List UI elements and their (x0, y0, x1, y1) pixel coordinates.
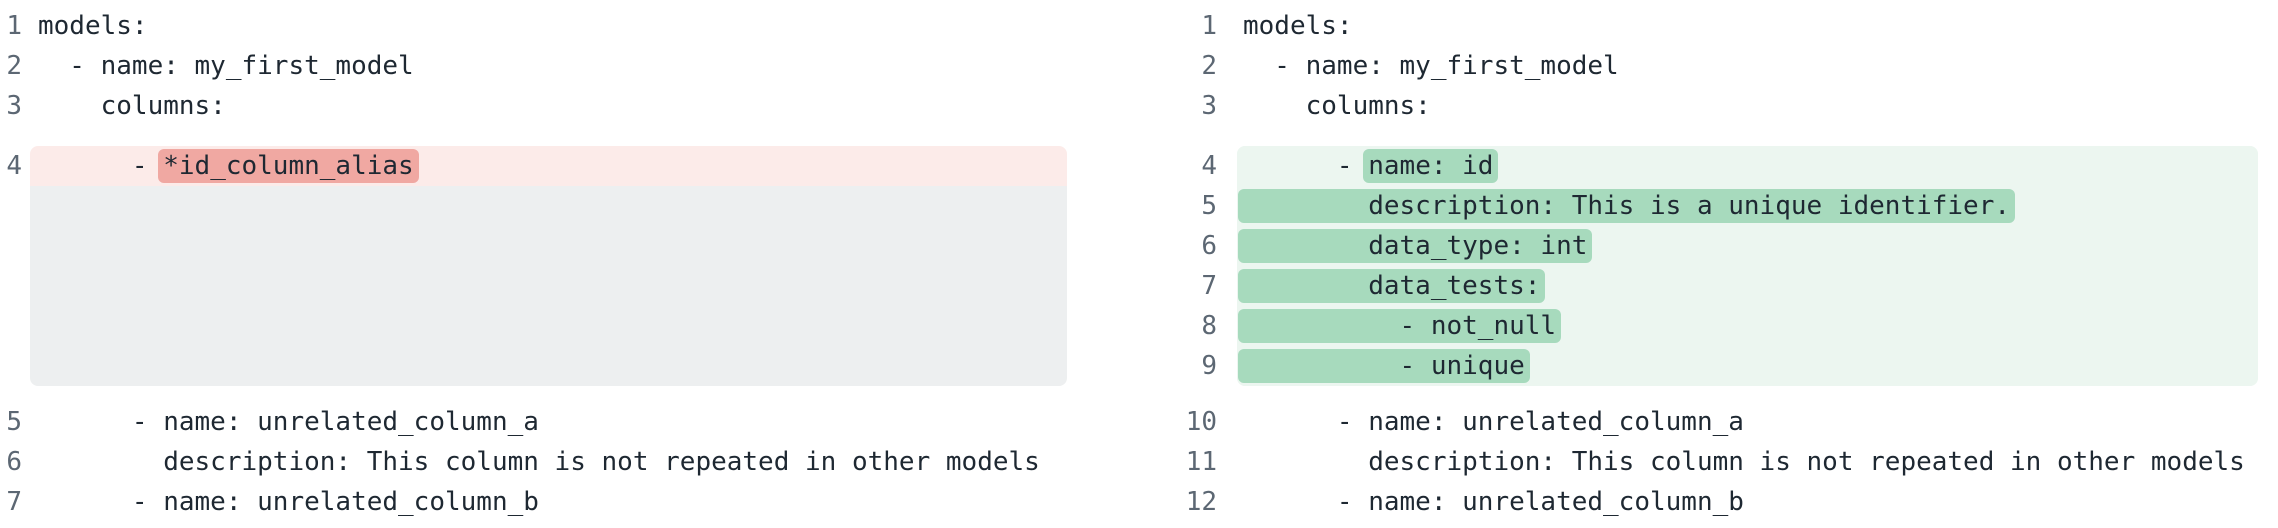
line-number: 5 (1201, 191, 1217, 221)
added-word-highlight: - not_null (1238, 309, 1562, 343)
line-number: 1 (6, 11, 22, 41)
line-number: 7 (1201, 271, 1217, 301)
line-number: 12 (1185, 487, 1217, 517)
added-word-highlight: name: id (1363, 149, 1499, 183)
line-code: - name: unrelated_column_a (1243, 407, 1744, 437)
removed-code-line: - *id_column_alias (30, 146, 1067, 186)
code-line: 3 columns: (1139, 86, 2278, 126)
added-word-highlight: data_type: int (1238, 229, 1593, 263)
removed-word-highlight: *id_column_alias (158, 149, 419, 183)
added-code-line: data_tests: (1237, 266, 2258, 306)
added-code-line: data_type: int (1237, 226, 2258, 266)
code-line: 1 models: (0, 6, 1139, 46)
line-number: 7 (6, 487, 22, 517)
added-code-line: - name: id (1237, 146, 2258, 186)
line-code: models: (1243, 11, 1353, 41)
line-number: 6 (1201, 231, 1217, 261)
added-block: 4 5 6 7 8 9 - name: id description: This is a… (1139, 146, 2278, 386)
line-code: columns: (38, 91, 226, 121)
code-line: 2 - name: my_first_model (1139, 46, 2278, 86)
line-code: - name: unrelated_column_a (38, 407, 539, 437)
added-word-highlight: - unique (1238, 349, 1530, 383)
line-number: 3 (1201, 91, 1217, 121)
removed-block: 4 - *id_column_alias (0, 146, 1139, 386)
code-line: 1 models: (1139, 6, 2278, 46)
line-code: description: This column is not repeated… (1243, 447, 2245, 477)
code-line: 12 - name: unrelated_column_b (1139, 482, 2278, 522)
code-line: 7 - name: unrelated_column_b (0, 482, 1139, 522)
changed-lines-box: - name: id description: This is a unique… (1237, 146, 2258, 386)
line-code: - name: my_first_model (38, 51, 414, 81)
line-number: 9 (1201, 351, 1217, 381)
line-number: 4 (1201, 151, 1217, 181)
added-code-line: description: This is a unique identifier… (1237, 186, 2258, 226)
added-word-highlight: data_tests: (1238, 269, 1546, 303)
line-number: 11 (1185, 447, 1217, 477)
line-number-column: 4 5 6 7 8 9 (1139, 146, 1237, 386)
line-number: 3 (6, 91, 22, 121)
line-code: - name: my_first_model (1243, 51, 1619, 81)
line-code: - name: unrelated_column_b (38, 487, 539, 517)
line-number: 2 (1201, 51, 1217, 81)
line-number: 1 (1201, 11, 1217, 41)
line-number: 6 (6, 447, 22, 477)
line-number: 5 (6, 407, 22, 437)
added-code-line: - unique (1237, 346, 2258, 386)
code-line: 5 - name: unrelated_column_a (0, 402, 1139, 442)
line-code: description: This column is not repeated… (38, 447, 1040, 477)
line-number-column: 4 (0, 146, 30, 386)
line-code: models: (38, 11, 148, 41)
line-code: - name: unrelated_column_b (1243, 487, 1744, 517)
added-code-line: - not_null (1237, 306, 2258, 346)
line-number: 8 (1201, 311, 1217, 341)
added-word-highlight: description: This is a unique identifier… (1238, 189, 2016, 223)
filler-block (30, 186, 1067, 386)
line-code: columns: (1243, 91, 1431, 121)
line-number: 10 (1185, 407, 1217, 437)
code-line: 11 description: This column is not repea… (1139, 442, 2278, 482)
code-line: 3 columns: (0, 86, 1139, 126)
line-number: 4 (6, 151, 22, 181)
changed-lines-box: - *id_column_alias (30, 146, 1067, 386)
code-line: 2 - name: my_first_model (0, 46, 1139, 86)
code-line: 6 description: This column is not repeat… (0, 442, 1139, 482)
line-number: 2 (6, 51, 22, 81)
code-line: 10 - name: unrelated_column_a (1139, 402, 2278, 442)
